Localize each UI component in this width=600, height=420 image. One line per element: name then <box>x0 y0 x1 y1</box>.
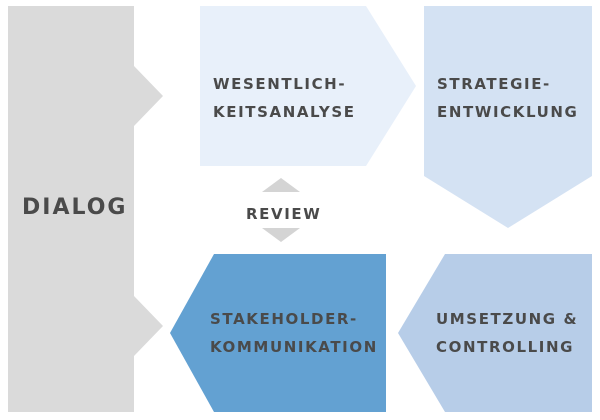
step-label-line: UMSETZUNG & <box>436 310 579 328</box>
review-arrow-down-icon <box>262 228 300 242</box>
step-label-line: CONTROLLING <box>436 338 575 356</box>
step-label-line: STAKEHOLDER- <box>210 310 358 328</box>
step-label-line: WESENTLICH- <box>213 75 347 93</box>
review-label: REVIEW <box>246 200 321 228</box>
step-strategieentwicklung-shape <box>424 6 592 228</box>
step-strategieentwicklung-label: STRATEGIE- ENTWICKLUNG <box>437 70 578 126</box>
step-umsetzung-controlling-label: UMSETZUNG & CONTROLLING <box>436 305 578 361</box>
dialog-label: DIALOG <box>22 194 127 222</box>
step-label-line: KOMMUNIKATION <box>210 338 378 356</box>
step-wesentlichkeitsanalyse-shape <box>200 6 416 166</box>
review-arrow-up-icon <box>262 178 300 192</box>
dialog-label-text: DIALOG <box>22 195 128 220</box>
step-stakeholder-kommunikation-label: STAKEHOLDER- KOMMUNIKATION <box>210 305 378 361</box>
step-umsetzung-controlling-shape <box>398 254 592 412</box>
step-label-line: KEITSANALYSE <box>213 103 356 121</box>
step-stakeholder-kommunikation-shape <box>170 254 386 412</box>
step-label-line: STRATEGIE- <box>437 75 551 93</box>
review-label-text: REVIEW <box>246 205 322 223</box>
step-label-line: ENTWICKLUNG <box>437 103 579 121</box>
dialog-bar-shape <box>8 6 163 412</box>
step-wesentlichkeitsanalyse-label: WESENTLICH- KEITSANALYSE <box>213 70 356 126</box>
